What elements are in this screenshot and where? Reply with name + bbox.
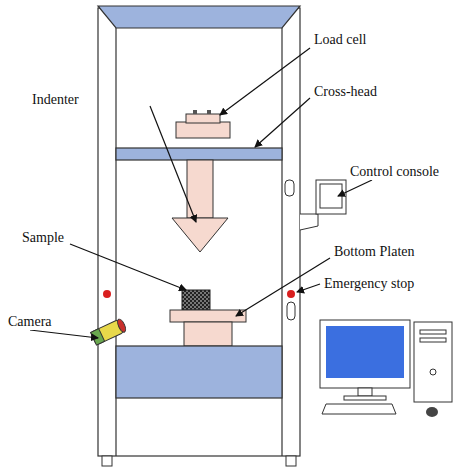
sample-label: Sample <box>20 230 66 246</box>
load-cell-label: Load cell <box>312 32 368 48</box>
emergency-stop-label: Emergency stop <box>322 276 416 292</box>
control-console-label: Control console <box>348 164 441 180</box>
bottom-platen-label: Bottom Platen <box>332 244 417 260</box>
camera-label: Camera <box>6 314 54 330</box>
indenter-label: Indenter <box>30 92 81 108</box>
cross-head-label: Cross-head <box>312 84 379 100</box>
